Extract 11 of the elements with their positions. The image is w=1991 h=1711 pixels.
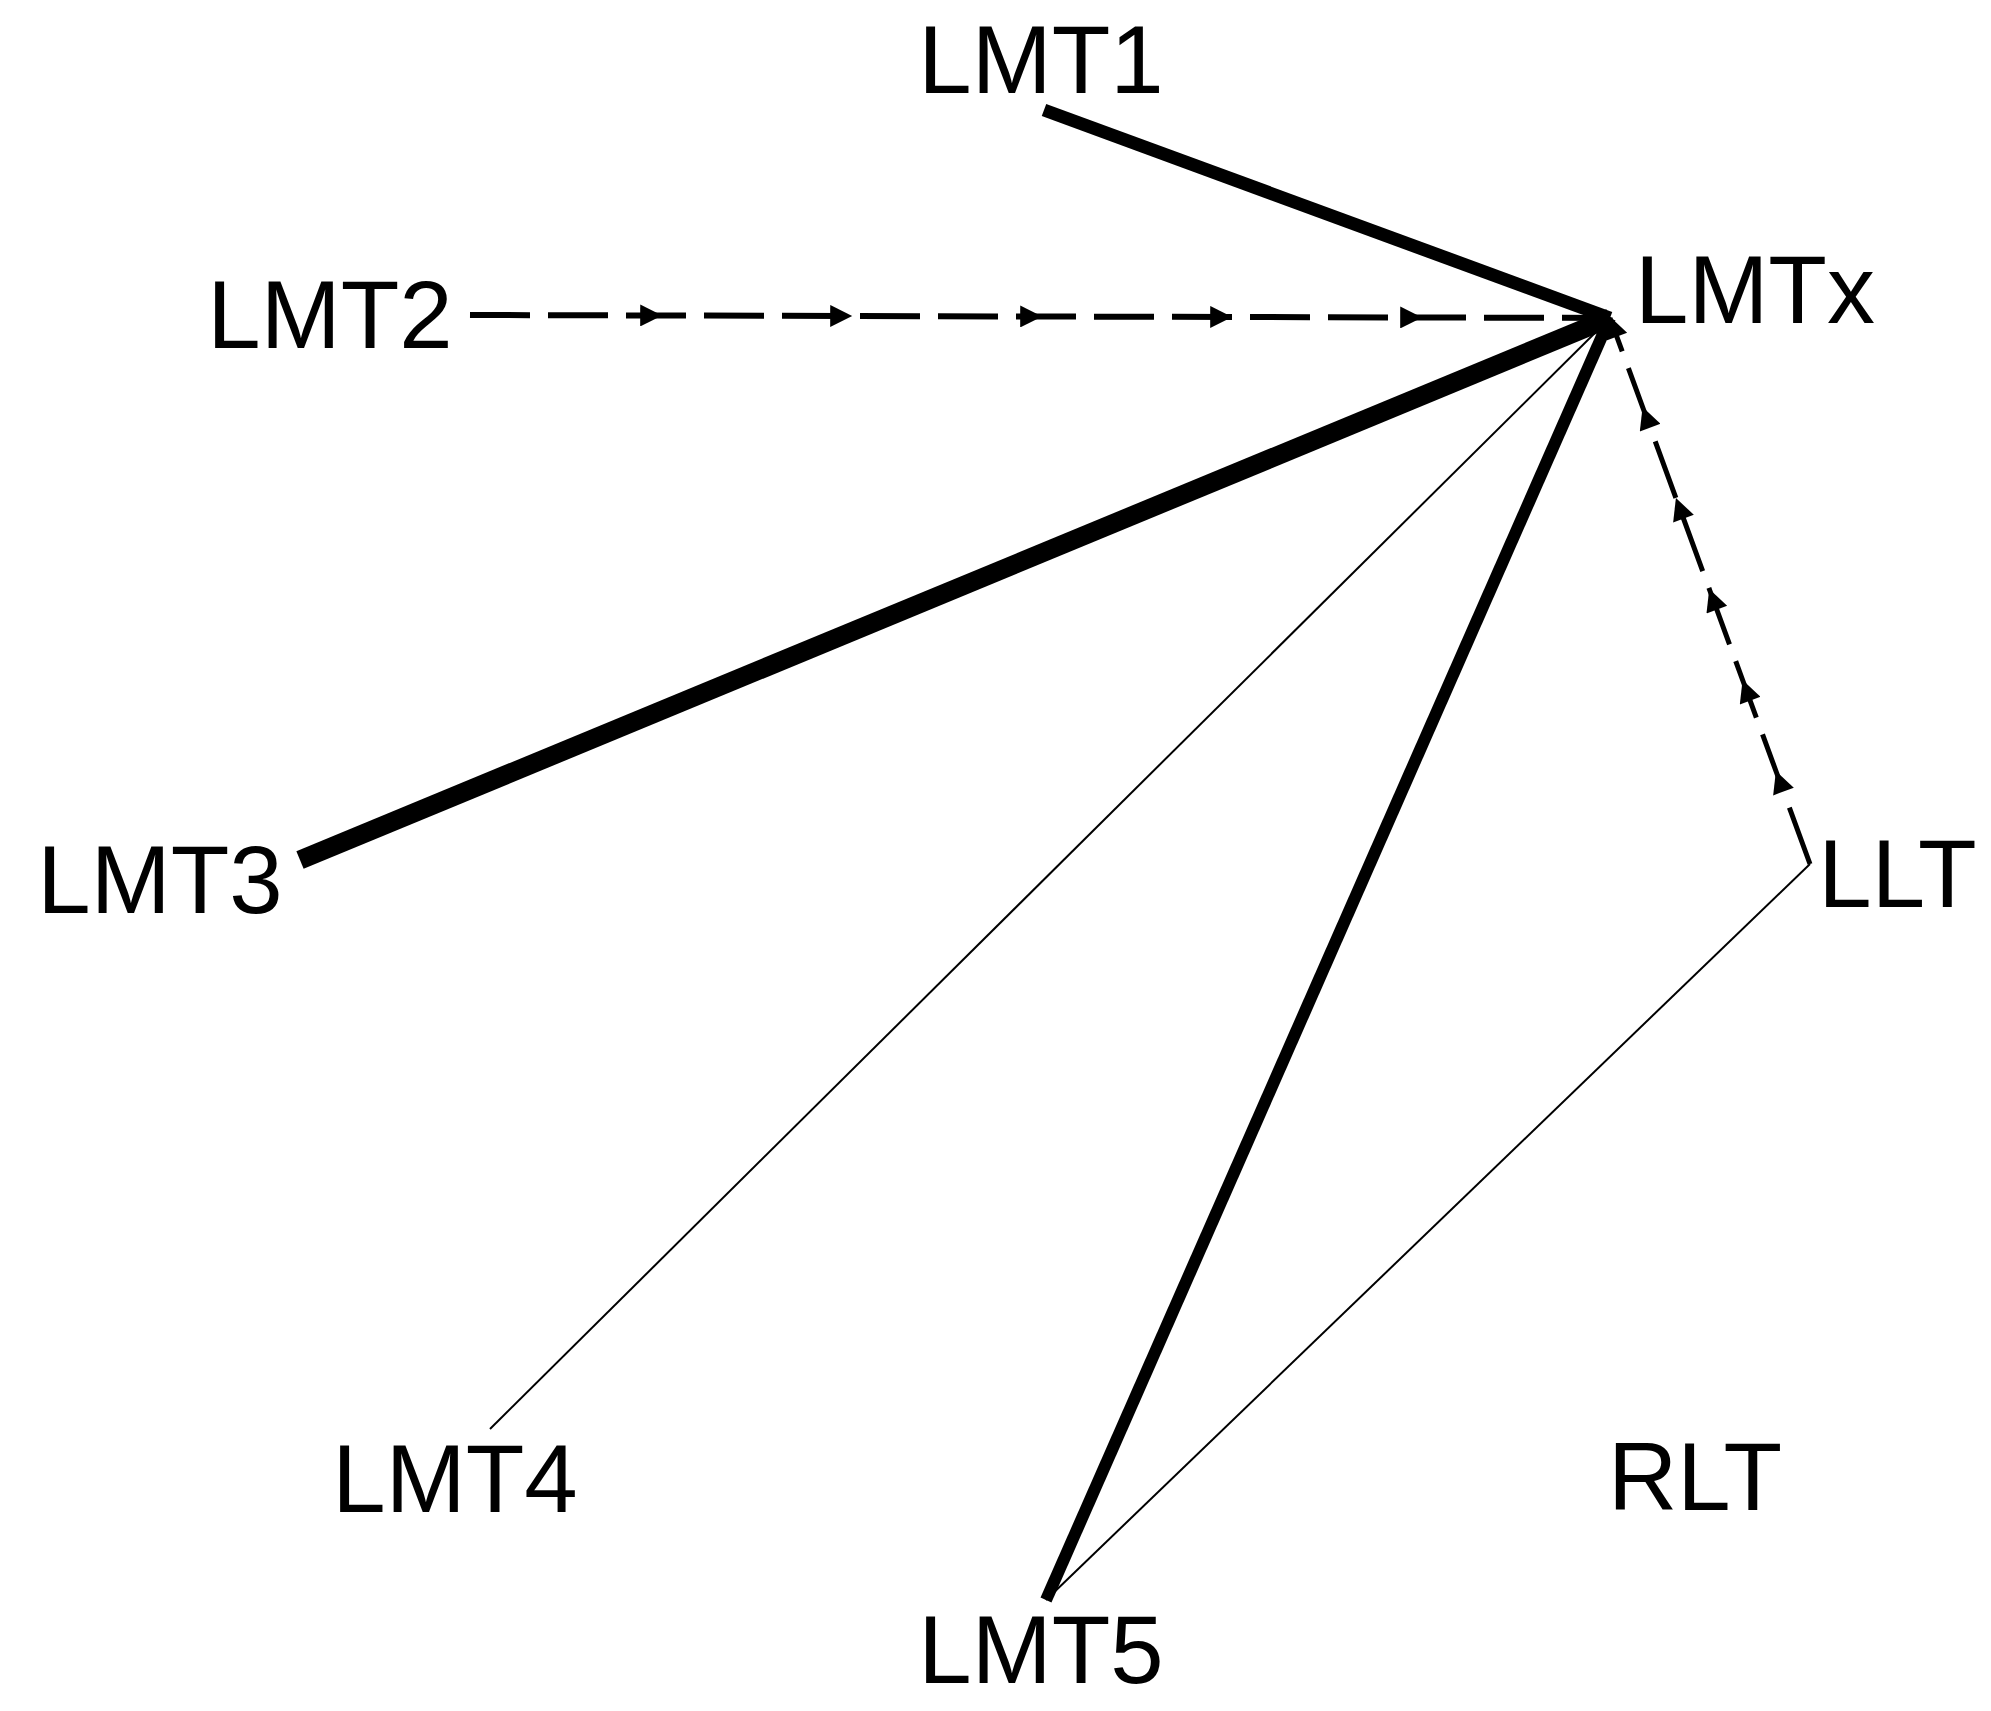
node-label: LMT2	[207, 267, 453, 363]
node-label: LMT5	[918, 1602, 1164, 1698]
connector-line	[1045, 863, 1811, 1601]
node-label: LMT4	[332, 1431, 578, 1527]
node-label: LLT	[1818, 826, 1977, 922]
node-label: RLT	[1607, 1429, 1783, 1525]
node-label: LMT3	[37, 832, 283, 928]
node-label: LMT1	[918, 12, 1164, 108]
node-label: LMTx	[1635, 242, 1875, 338]
arrow	[1607, 317, 1813, 865]
arrow	[470, 304, 1612, 328]
